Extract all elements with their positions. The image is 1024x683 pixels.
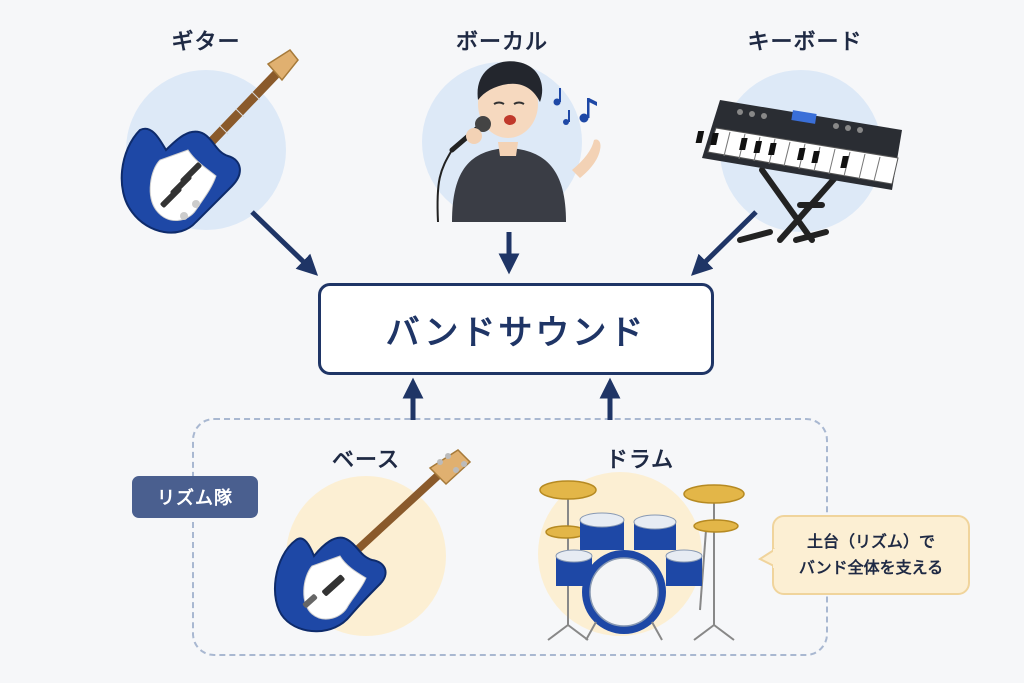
band-sound-box: バンドサウンド xyxy=(318,283,714,375)
callout-pointer xyxy=(757,548,777,568)
band-sound-label: バンドサウンド xyxy=(385,312,647,353)
rhythm-section-tag-label: リズム隊 xyxy=(157,488,233,509)
arrow-icon xyxy=(691,210,758,276)
vocal-label: ボーカル xyxy=(455,30,548,55)
drums-label: ドラム xyxy=(605,448,675,473)
guitar-icon xyxy=(120,49,299,234)
music-note-icon xyxy=(553,88,597,125)
keyboard-label: キーボード xyxy=(747,30,863,55)
callout-line-1: 土台（リズム）で xyxy=(806,532,935,551)
arrow-icon xyxy=(250,210,319,276)
guitar-label: ギター xyxy=(171,30,241,55)
rhythm-section-tag: リズム隊 xyxy=(132,476,258,518)
rhythm-callout: 土台（リズム）で バンド全体を支える xyxy=(772,515,970,595)
singer-icon xyxy=(436,61,601,223)
drum-kit-icon xyxy=(539,480,745,641)
bass-icon xyxy=(273,449,472,633)
bass-label: ベース xyxy=(332,448,400,473)
keyboard-icon xyxy=(695,100,902,243)
callout-line-2: バンド全体を支える xyxy=(798,558,944,577)
